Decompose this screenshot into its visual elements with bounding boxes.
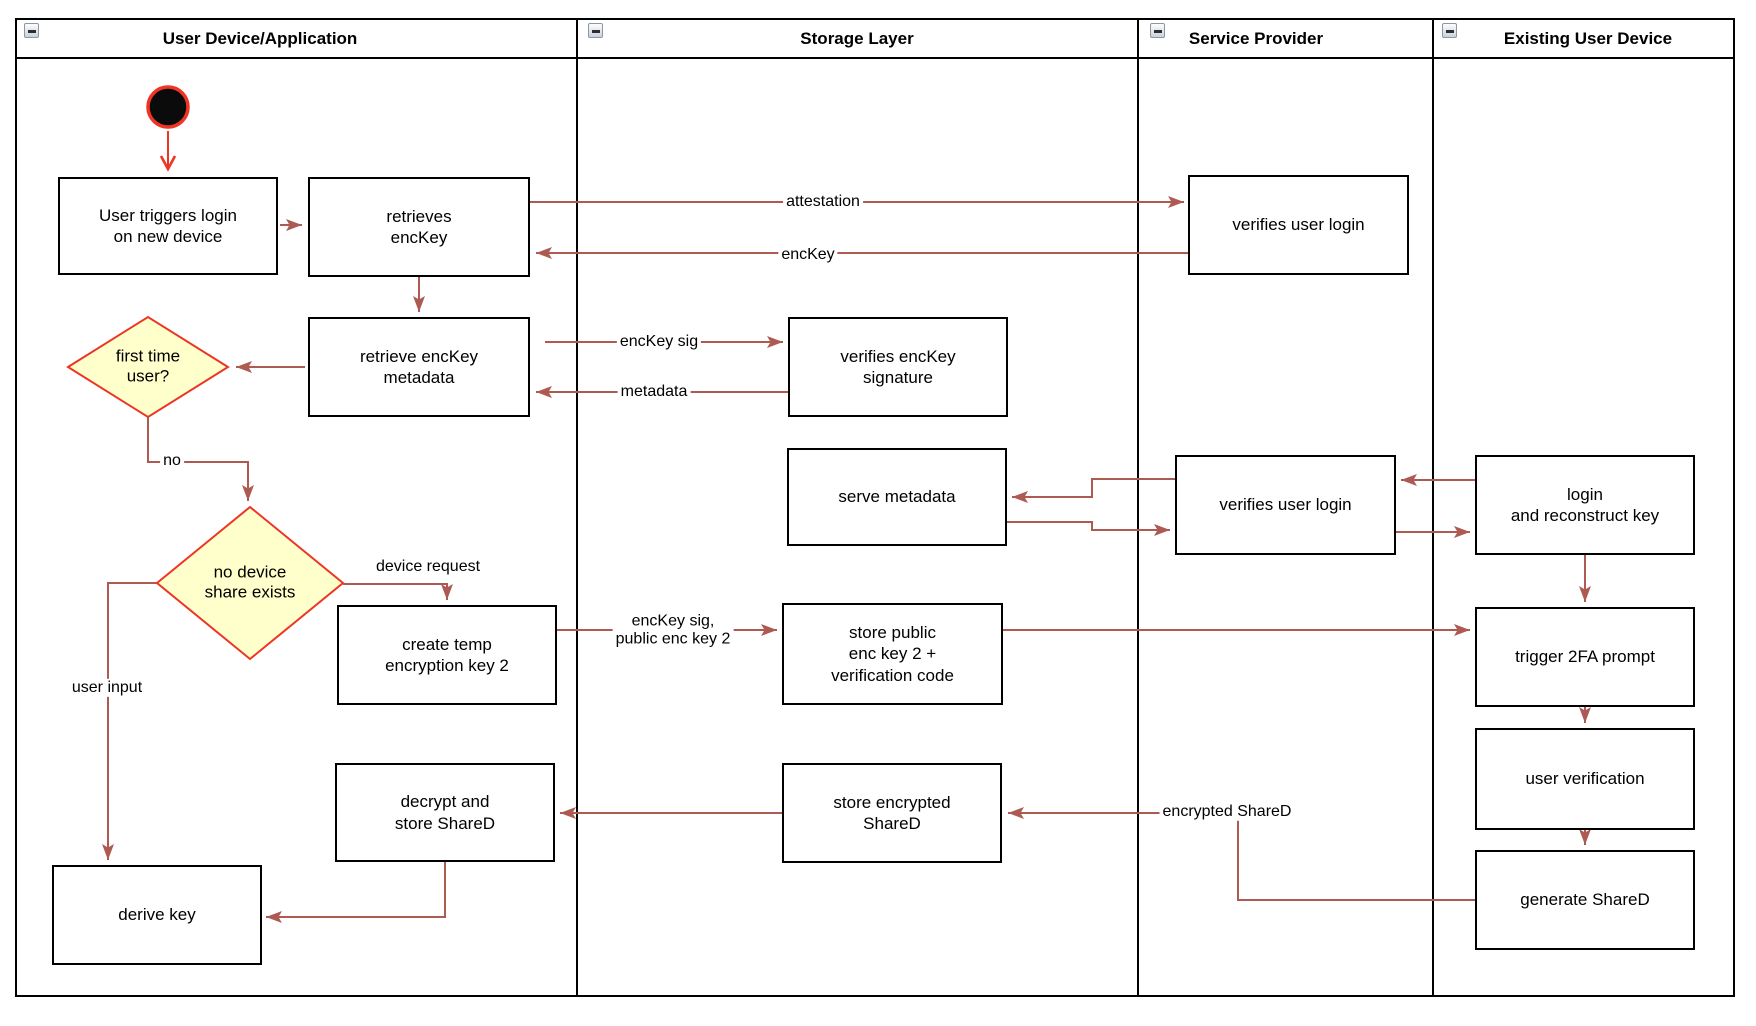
lane-title-service-provider: Service Provider — [1188, 29, 1324, 48]
collapse-button-storage-layer[interactable] — [588, 23, 603, 38]
edge-no-branch — [147, 417, 254, 501]
node-label: trigger 2FA prompt — [1515, 647, 1655, 667]
lane-divider-2 — [1137, 18, 1139, 997]
edge-label-enckey-sig: encKey sig — [616, 332, 702, 352]
node-generate-shared: generate ShareD — [1475, 850, 1695, 950]
node-label: derive key — [118, 905, 196, 925]
node-verifies-user-login-top: verifies user login — [1188, 175, 1409, 275]
collapse-button-user-device[interactable] — [24, 23, 39, 38]
minus-icon — [1154, 30, 1162, 33]
edge-label-enckey: encKey — [778, 245, 838, 265]
decision-no-device-share — [155, 505, 345, 661]
edge-decrypt-to-derive-key — [266, 862, 446, 923]
node-label: verifies encKey signature — [840, 346, 956, 387]
node-decrypt-store-shared: decrypt and store ShareD — [335, 763, 555, 862]
edge-label-no: no — [160, 451, 184, 471]
node-user-verification: user verification — [1475, 728, 1695, 830]
edge-user-input — [102, 582, 157, 860]
start-node — [146, 85, 190, 129]
lane-title-existing-user-device: Existing User Device — [1503, 29, 1673, 48]
node-label: decrypt and store ShareD — [394, 792, 496, 833]
minus-icon — [592, 30, 600, 33]
edge-label-encrypted-shared: encrypted ShareD — [1159, 802, 1295, 822]
node-user-triggers-login: User triggers login on new device — [58, 177, 278, 275]
swimlane-outer-border — [15, 18, 1735, 997]
node-label: verifies user login — [1219, 495, 1352, 515]
node-verifies-enckey-signature: verifies encKey signature — [788, 317, 1008, 417]
minus-icon — [1446, 30, 1454, 33]
node-trigger-2fa-prompt: trigger 2FA prompt — [1475, 607, 1695, 707]
node-login-and-reconstruct-key: login and reconstruct key — [1475, 455, 1695, 555]
edge-label-device-request: device request — [372, 557, 484, 577]
minus-icon — [28, 30, 36, 33]
node-label: user verification — [1525, 769, 1645, 789]
node-label: User triggers login on new device — [99, 205, 237, 246]
node-label: retrieve encKey metadata — [359, 346, 479, 387]
collapse-button-service-provider[interactable] — [1150, 23, 1165, 38]
edge-label-metadata: metadata — [617, 382, 691, 402]
node-label: login and reconstruct key — [1510, 484, 1660, 525]
edge-label-user-input: user input — [68, 678, 146, 698]
node-store-public-enc-key: store public enc key 2 + verification co… — [782, 603, 1003, 705]
collapse-button-existing-user-device[interactable] — [1442, 23, 1457, 38]
node-serve-metadata: serve metadata — [787, 448, 1007, 546]
node-retrieves-enckey: retrieves encKey — [308, 177, 530, 277]
lane-title-user-device: User Device/Application — [162, 29, 358, 48]
node-derive-key: derive key — [52, 865, 262, 965]
decision-label-no-device-share: no device share exists — [204, 562, 296, 602]
node-store-encrypted-shared: store encrypted ShareD — [782, 763, 1002, 863]
lane-title-storage-layer: Storage Layer — [800, 29, 914, 48]
node-label: store public enc key 2 + verification co… — [831, 623, 954, 685]
edge-encrypted-shared — [1008, 807, 1475, 901]
edge-label-enckey-sig-public: encKey sig, public enc key 2 — [612, 612, 734, 650]
edge-serve-metadata-to-login — [1007, 521, 1170, 536]
lane-header-divider — [15, 57, 1735, 59]
lane-divider-3 — [1432, 18, 1434, 997]
edge-device-request — [343, 583, 453, 600]
node-label: verifies user login — [1232, 215, 1365, 235]
node-retrieve-enckey-metadata: retrieve encKey metadata — [308, 317, 530, 417]
decision-first-time-user — [66, 315, 230, 419]
lane-divider-1 — [576, 18, 578, 997]
node-label: store encrypted ShareD — [833, 792, 951, 833]
edge-login-to-serve-metadata — [1012, 478, 1175, 503]
node-label: serve metadata — [838, 487, 956, 507]
node-label: retrieves encKey — [386, 206, 452, 247]
decision-label-first-time-user: first time user? — [115, 346, 181, 386]
edge-label-attestation: attestation — [783, 192, 863, 212]
node-label: create temp encryption key 2 — [385, 634, 509, 675]
node-label: generate ShareD — [1520, 890, 1650, 910]
node-verifies-user-login-mid: verifies user login — [1175, 455, 1396, 555]
node-create-temp-encryption-key: create temp encryption key 2 — [337, 605, 557, 705]
